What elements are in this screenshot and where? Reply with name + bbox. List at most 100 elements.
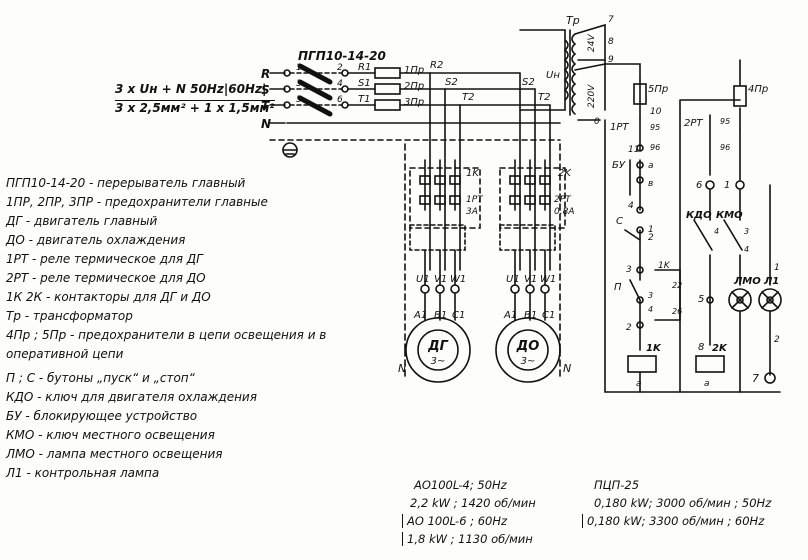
contactor-label-1k: 1K	[466, 168, 480, 179]
node-5: 5	[698, 294, 704, 305]
node-4a: 4	[628, 201, 634, 211]
terminal-a1-dg: A1	[413, 310, 427, 321]
control-stop-c: С	[616, 216, 623, 227]
terminal-u1-do: U1	[506, 274, 520, 285]
main-fuses	[374, 67, 401, 111]
key-kdo-label: КДО	[686, 210, 712, 221]
line-label-t2b: T2	[538, 92, 550, 103]
line-label-t2: T2	[462, 92, 474, 103]
terminal-b1-dg: B1	[434, 310, 447, 321]
legend-item: ДГ - двигатель главный	[6, 214, 158, 228]
control-aux-1k: 1K	[658, 261, 671, 271]
aux-contact-26: 26	[672, 307, 682, 316]
coil-2k-label: 2K	[712, 343, 728, 354]
terminal-a1-do: A1	[503, 310, 517, 321]
relay-label-1pt: 1PT	[466, 195, 484, 205]
terminal-b1-do: B1	[524, 310, 537, 321]
supply-leads	[269, 72, 286, 124]
coil-1k-label: 1K	[646, 343, 662, 354]
motor-spec-line: АО 100L-6 ; 60Hz	[402, 514, 507, 528]
node-2a: 2	[626, 323, 632, 333]
coil-1k-bottom: a	[636, 379, 642, 389]
transformer-220v: 220V	[587, 84, 597, 108]
switch-terminal-3: 3	[296, 79, 302, 89]
node-2b: 2	[648, 233, 654, 243]
phase-label-s: S	[261, 83, 270, 97]
phase-label-t: T	[261, 99, 270, 113]
ground-symbol	[269, 139, 561, 158]
transformer-tap-8: 8	[608, 37, 614, 47]
phase-label-r: R	[261, 67, 270, 81]
line-label-t1: T1	[358, 94, 370, 105]
terminal-c1-dg: C1	[452, 310, 465, 321]
transformer-tap-7: 7	[608, 15, 614, 25]
interlock-b: в	[648, 179, 653, 189]
terminal-w1-do: W1	[540, 274, 556, 285]
legend-item: КДО - ключ для двигателя охлаждения	[6, 390, 257, 404]
terminal-w1-dg: W1	[450, 274, 466, 285]
node-1a: 1	[648, 225, 654, 235]
terminal-v1-dg: V1	[434, 274, 447, 285]
transformer	[519, 23, 641, 121]
motor-dg	[405, 317, 471, 383]
transformer-label: Тр	[566, 14, 580, 27]
transformer-24v: 24V	[587, 34, 597, 52]
motor-dg-phase: 3~	[431, 356, 446, 367]
transformer-tap-0: 0	[594, 117, 600, 127]
lamp-lmo-label: ЛМО	[733, 276, 761, 287]
neutral-dashed	[404, 139, 561, 381]
node-11: 11	[628, 145, 639, 155]
fuse-label-2: 2Пр	[404, 81, 424, 92]
legend-item: ПГП10-14-20 - перерыватель главный	[6, 176, 246, 190]
switch-terminal-4: 4	[337, 79, 343, 89]
terminal-u1-dg: U1	[416, 274, 430, 285]
lamp-l1-label: Л1	[763, 276, 779, 287]
motor-do-name: ДО	[516, 339, 540, 354]
line-label-s1: S1	[358, 78, 371, 89]
diagram-labels: ПГП10-14-20 R S T N 1 2 3 4 5 6 R1 S1 T1…	[261, 14, 780, 389]
neutral-label-right: N	[563, 362, 571, 375]
node-7: 7	[752, 372, 759, 385]
motor-do-phase: 3~	[521, 356, 536, 367]
contact-95-b: 95	[720, 117, 730, 126]
control-relay-1pt: 1PT	[610, 122, 629, 133]
node-4d: 4	[744, 245, 749, 254]
fuse-label-4: 4Пр	[748, 84, 768, 95]
legend-item: П ; С - бутоны „пуск“ и „стоп“	[6, 371, 195, 385]
node-1b: 1	[724, 180, 730, 191]
transformer-tap-10: 10	[650, 107, 662, 117]
node-3c: 3	[744, 227, 749, 236]
legend-item: ЛМО - лампа местного освещения	[6, 447, 223, 461]
fuse-label-5: 5Пр	[648, 84, 668, 95]
contact-95-a: 95	[650, 123, 660, 132]
supply-spec-line1: 3 x Uн + N 50Hz|60Hz|	[115, 82, 267, 96]
phase-label-n: N	[261, 117, 271, 131]
fuse-label-1: 1Пр	[404, 65, 424, 76]
motor-terminals	[420, 284, 550, 321]
key-kmo-label: КМО	[716, 210, 743, 221]
transformer-winding: Uн	[546, 70, 560, 81]
relay-rating-08a: 0,8A	[554, 207, 574, 217]
node-4b: 4	[648, 305, 653, 314]
node-4c: 4	[714, 227, 719, 236]
node-3a: 3	[626, 265, 632, 275]
interlock-a: а	[648, 161, 654, 171]
motor-spec-line: АО100L-4; 50Hz	[414, 478, 507, 492]
line-label-r2: R2	[430, 60, 443, 71]
legend-item: КМО - ключ местного освещения	[6, 428, 215, 442]
legend-item: Тр - трансформатор	[6, 309, 133, 323]
relay-rating-3a: 3A	[466, 207, 478, 217]
main-switch	[283, 63, 561, 124]
motor-dg-name: ДГ	[427, 339, 449, 354]
legend-item: 1ПР, 2ПР, 3ПР - предохранители главные	[6, 195, 268, 209]
legend-item: оперативной цепи	[6, 347, 124, 361]
terminal-c1-do: C1	[542, 310, 555, 321]
control-circuit	[604, 59, 782, 393]
contactor-2k	[499, 159, 566, 251]
contactor-1k	[409, 159, 481, 251]
switch-terminal-6: 6	[337, 95, 343, 105]
switch-terminal-2: 2	[337, 63, 343, 73]
pump-spec-line: ПЦП-25	[594, 478, 640, 492]
fuse-label-3: 3Пр	[404, 97, 424, 108]
